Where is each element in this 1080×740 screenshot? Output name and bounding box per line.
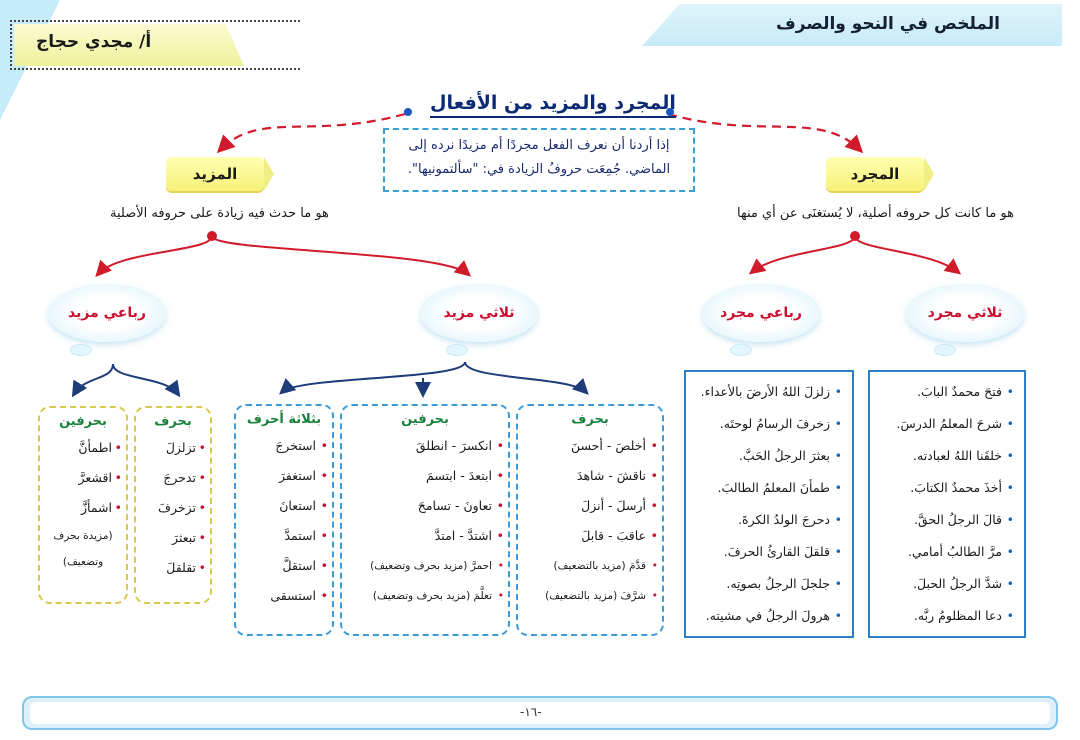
list-item: استغفرَ <box>236 461 332 491</box>
list-item: جلجلَ الرجلُ بصوتِه. <box>692 568 842 600</box>
footer-inner <box>30 702 1050 724</box>
author-name: أ/ مجدي حجاج <box>36 32 152 52</box>
list-item: تزخرفَ <box>136 493 210 523</box>
list-item: تبعثرَ <box>136 523 210 553</box>
tag-mujarrad: المجرد <box>826 157 934 191</box>
group-title: بحرفين <box>59 414 107 429</box>
list-item: زخرفَ الرسامُ لوحتَه. <box>692 408 842 440</box>
list-item: أخذَ محمدٌ الكتابَ. <box>876 472 1014 504</box>
cloud-thulathi-mazid: ثلاثي مزيد <box>420 284 538 342</box>
group-title: بحرفين <box>401 412 449 427</box>
list-item: ابتعدَ - ابتسمَ <box>342 461 508 491</box>
list-item: استقلَّ <box>236 551 332 581</box>
list-item: قالَ الرجلُ الحقَّ. <box>876 504 1014 536</box>
cloud-rubai-mujarrad: رباعي مجرد <box>702 284 820 342</box>
group-title: بثلاثة أحرف <box>246 412 322 427</box>
rubai-mazid-one-letter: بحرف تزلزلَ تدحرجَ تزخرفَ تبعثرَ تقلقلَ <box>134 406 212 604</box>
thulathi-mazid-three-letters: بثلاثة أحرف استخرجَ استغفرَ استعانَ استم… <box>234 404 334 636</box>
list-item: احمرَّ (مزيد بحرف وتضعيف) <box>342 551 508 581</box>
rubai-mazid-two-letters: بحرفين اطمأنَّ اقشعرَّ اشمأزَّ (مزيدة بح… <box>38 406 128 604</box>
list-item: انكسرَ - انطلقَ <box>342 431 508 461</box>
cloud-puff <box>934 344 956 356</box>
mujarrad-definition: هو ما كانت كل حروفه أصلية، لا يُستغنَى ع… <box>737 206 1014 221</box>
thulathi-mazid-two-letters: بحرفين انكسرَ - انطلقَ ابتعدَ - ابتسمَ ت… <box>340 404 510 636</box>
group-title: بحرف <box>571 412 609 427</box>
list-item: استمدَّ <box>236 521 332 551</box>
rubai-mujarrad-examples: زلزلَ اللهُ الأرضَ بالأعداء. زخرفَ الرسا… <box>684 370 854 638</box>
list-item: دحرجَ الولدُ الكرةَ. <box>692 504 842 536</box>
list-item: شرحَ المعلمُ الدرسَ. <box>876 408 1015 440</box>
main-title: المجرد والمزيد من الأفعال <box>430 92 676 118</box>
title-dot-right <box>666 108 674 116</box>
list-item-note: (مزيدة بحرف وتضعيف) <box>53 530 113 568</box>
cloud-puff <box>446 344 468 356</box>
list-item: اشتدَّ - امتدَّ <box>342 521 508 551</box>
list-item: اشمأزَّ <box>40 493 126 523</box>
list-item: اطمأنَّ <box>40 433 126 463</box>
list-item: تزلزلَ <box>136 433 210 463</box>
list-item: اقشعرَّ <box>40 463 126 493</box>
list-item: أرسلَ - أنزلَ <box>518 491 662 521</box>
list-item: زلزلَ اللهُ الأرضَ بالأعداء. <box>692 376 842 408</box>
cloud-rubai-mazid: رباعي مزيد <box>48 284 166 342</box>
list-item: عاقبَ - قابلَ <box>518 521 662 551</box>
list-item: قدَّمَ (مزيد بالتضعيف) <box>518 551 662 581</box>
header-title: الملخص في النحو والصرف <box>776 14 1000 34</box>
list-item: قلقلَ القارئُ الحرفَ. <box>692 536 842 568</box>
header-banner <box>642 4 1062 46</box>
tag-mazid: المزيد <box>166 157 274 191</box>
list-item: ناقشَ - شاهدَ <box>518 461 662 491</box>
mazid-definition: هو ما حدث فيه زيادة على حروفه الأصلية <box>110 206 329 221</box>
cloud-puff <box>730 344 752 356</box>
list-item: استسقى <box>236 581 332 611</box>
list-item: تقلقلَ <box>136 553 210 583</box>
group-title: بحرف <box>154 414 192 429</box>
title-dot-left <box>404 108 412 116</box>
list-item: هرولَ الرجلُ في مشيته. <box>692 600 842 632</box>
thulathi-mujarrad-examples: فتحَ محمدٌ البابَ. شرحَ المعلمُ الدرسَ. … <box>868 370 1026 638</box>
list-item: مرَّ الطالبُ أمامي. <box>876 536 1014 568</box>
list-item: بعثرَ الرجلُ الحَبَّ. <box>692 440 842 472</box>
list-item: طمأنَ المعلمُ الطالبَ. <box>692 472 842 504</box>
list-item: شرَّفَ (مزيد بالتضعيف) <box>518 581 662 611</box>
list-item: تعلَّمَ (مزيد بحرف وتضعيف) <box>342 581 508 611</box>
list-item: خلقَنا اللهُ لعبادته. <box>876 440 1014 472</box>
cloud-puff <box>70 344 92 356</box>
list-item: فتحَ محمدٌ البابَ. <box>876 376 1014 408</box>
list-item: استخرجَ <box>236 431 332 461</box>
author-banner <box>14 24 244 66</box>
thulathi-mazid-one-letter: بحرف أخلصَ - أحسنَ ناقشَ - شاهدَ أرسلَ -… <box>516 404 664 636</box>
list-item: دعا المظلومُ ربَّه. <box>876 600 1014 632</box>
list-item: أخلصَ - أحسنَ <box>518 431 662 461</box>
list-item: استعانَ <box>236 491 332 521</box>
page-number: -١٦- <box>520 705 542 719</box>
list-item: تدحرجَ <box>136 463 210 493</box>
author-frame <box>10 20 300 70</box>
list-item: تعاونَ - تسامحَ <box>342 491 508 521</box>
list-item: شدَّ الرجلُ الحبلَ. <box>876 568 1014 600</box>
cloud-thulathi-mujarrad: ثلاثي مجرد <box>906 284 1024 342</box>
intro-rule-box: إذا أردنا أن نعرف الفعل مجردًا أم مزيدًا… <box>383 128 695 192</box>
